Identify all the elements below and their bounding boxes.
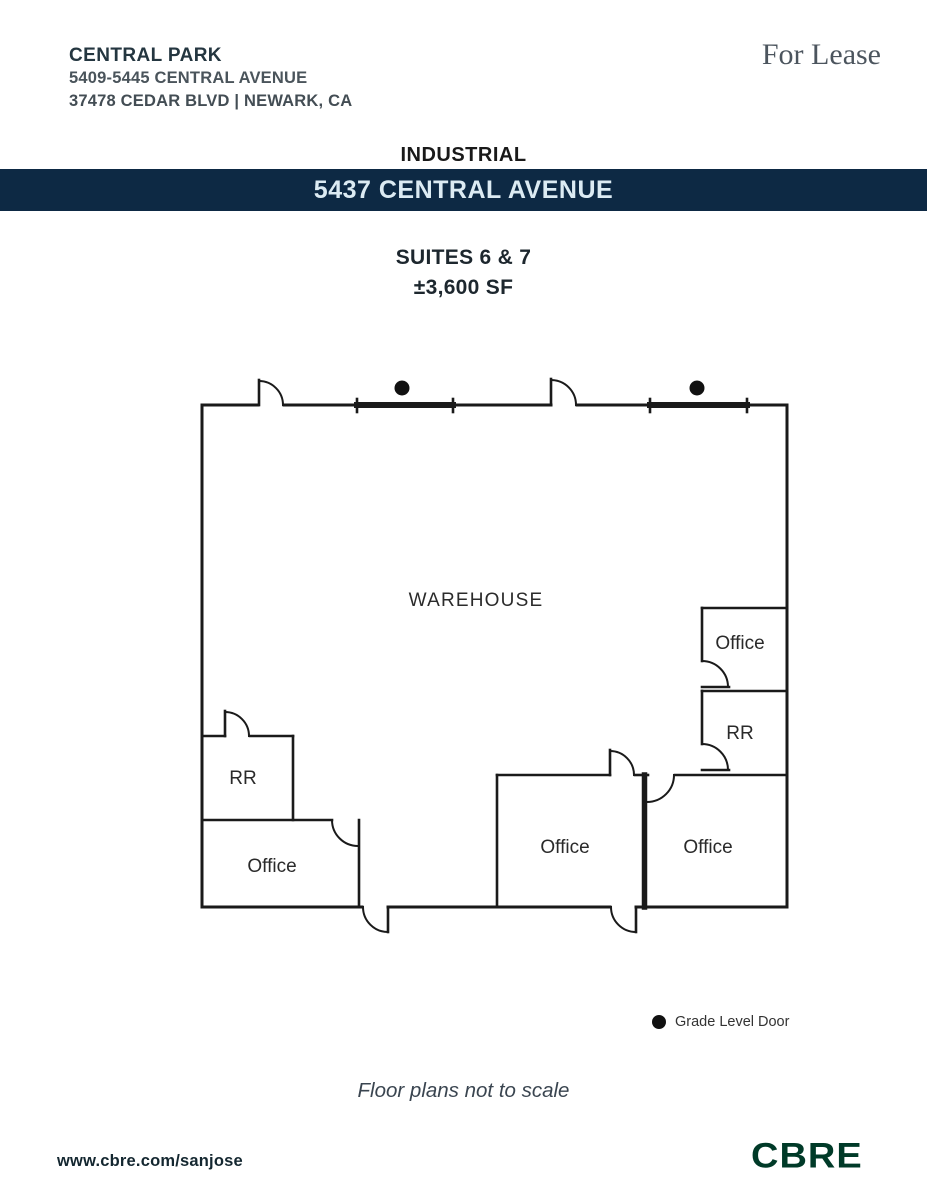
category-heading: INDUSTRIAL (400, 144, 527, 166)
rr-right-label: RR (726, 723, 754, 744)
bottom-wall-doors (361, 905, 638, 934)
office-bottom-right-label: Office (683, 837, 733, 858)
property-address-line2: 37478 CEDAR BLVD | NEWARK, CA (69, 92, 353, 110)
property-name: CENTRAL PARK (69, 45, 222, 66)
property-address-line1: 5409-5445 CENTRAL AVENUE (69, 69, 308, 87)
rr-left-label: RR (229, 768, 257, 789)
office-top-right-label: Office (715, 633, 765, 654)
left-rr-walls (200, 709, 295, 822)
office-middle-label: Office (540, 837, 590, 858)
plan-outer-walls (200, 403, 789, 909)
suites-title: SUITES 6 & 7 (395, 246, 532, 269)
bottom-right-office-walls (645, 773, 789, 804)
legend-label: Grade Level Door (675, 1014, 790, 1030)
website-url: www.cbre.com/sanjose (57, 1152, 243, 1170)
warehouse-label: WAREHOUSE (408, 590, 544, 611)
grade-level-door-icon (652, 1015, 666, 1029)
banner-address: 5437 CENTRAL AVENUE (313, 176, 614, 204)
grade-level-door-bars (354, 397, 750, 414)
floor-plan-drawing (200, 377, 789, 934)
grade-level-door-dots (394, 380, 705, 396)
middle-office-walls (495, 748, 650, 910)
bottom-left-office-walls (200, 818, 361, 909)
plan-legend: Grade Level Door (652, 1014, 789, 1030)
office-bottom-left-label: Office (247, 856, 297, 877)
cbre-logo: CBRE (751, 1137, 863, 1176)
scale-note: Floor plans not to scale (357, 1079, 570, 1102)
for-lease-label: For Lease (761, 38, 881, 71)
address-banner: 5437 CENTRAL AVENUE (0, 169, 927, 211)
right-column-walls (700, 606, 789, 772)
suites-size: ±3,600 SF (413, 276, 514, 299)
top-wall-doors (257, 377, 578, 407)
